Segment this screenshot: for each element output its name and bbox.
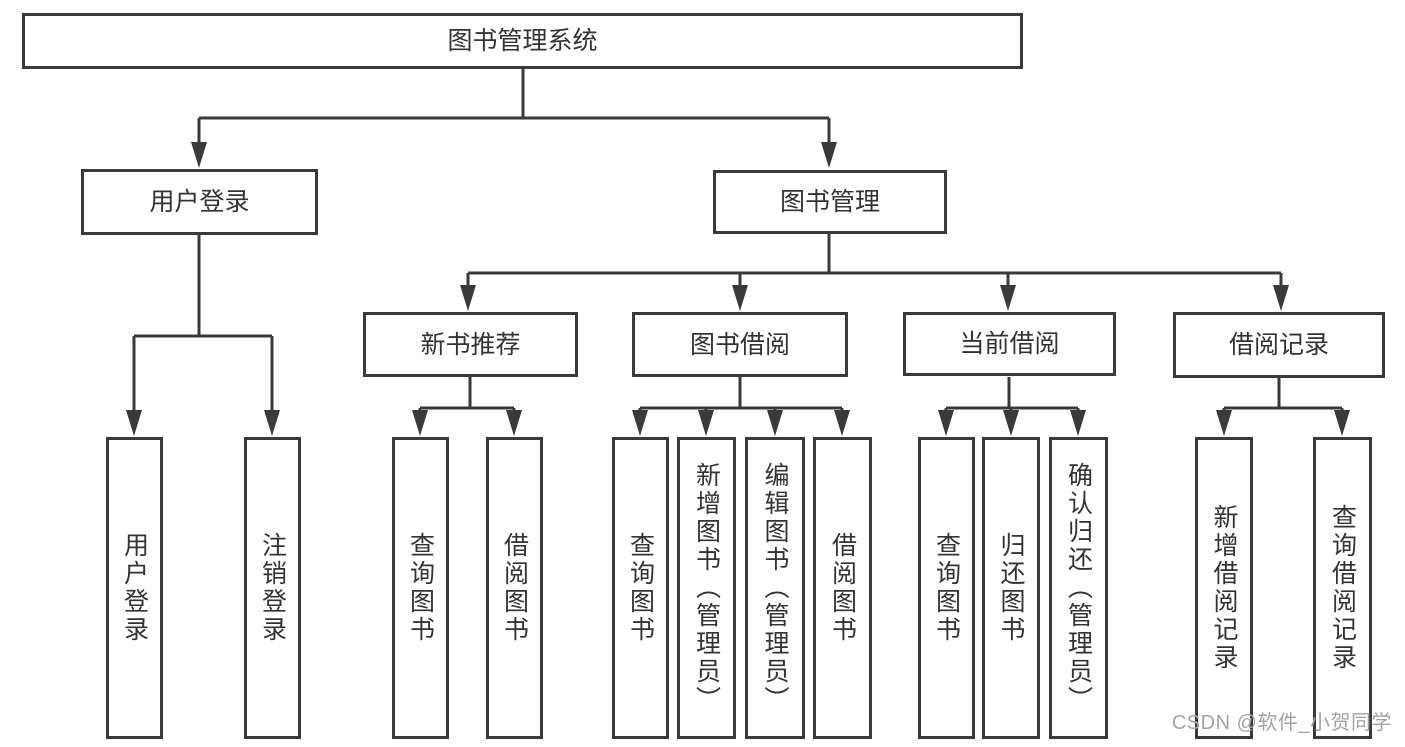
node-book-management: 图书管理 (713, 170, 947, 234)
leaf-edit-book-admin: 编辑图书（管理员） (745, 437, 805, 739)
node-user-login: 用户登录 (81, 169, 318, 235)
node-root: 图书管理系统 (22, 13, 1023, 69)
leaf-add-borrow-record: 新增借阅记录 (1195, 437, 1253, 739)
leaf-logout: 注销登录 (244, 437, 301, 739)
arrowhead-icons (126, 142, 1350, 436)
leaf-borrow-book-recommend: 借阅图书 (486, 437, 543, 739)
leaf-query-borrow-record: 查询借阅记录 (1313, 437, 1372, 739)
node-book-borrow: 图书借阅 (632, 312, 848, 377)
node-new-book-recommend: 新书推荐 (363, 312, 578, 377)
leaf-query-book-borrow: 查询图书 (612, 437, 669, 739)
leaf-confirm-return-admin: 确认归还（管理员） (1049, 437, 1108, 739)
node-current-borrow: 当前借阅 (903, 312, 1116, 376)
leaf-borrow-book-borrow: 借阅图书 (813, 437, 872, 739)
leaf-user-login: 用户登录 (106, 437, 163, 739)
leaf-query-book-recommend: 查询图书 (392, 437, 449, 739)
leaf-return-book: 归还图书 (982, 437, 1040, 739)
csdn-watermark: CSDN @软件_小贺同学 (1171, 712, 1392, 734)
leaf-add-book-admin: 新增图书（管理员） (677, 437, 736, 739)
leaf-query-book-current: 查询图书 (918, 437, 975, 739)
node-borrow-record: 借阅记录 (1173, 312, 1385, 378)
